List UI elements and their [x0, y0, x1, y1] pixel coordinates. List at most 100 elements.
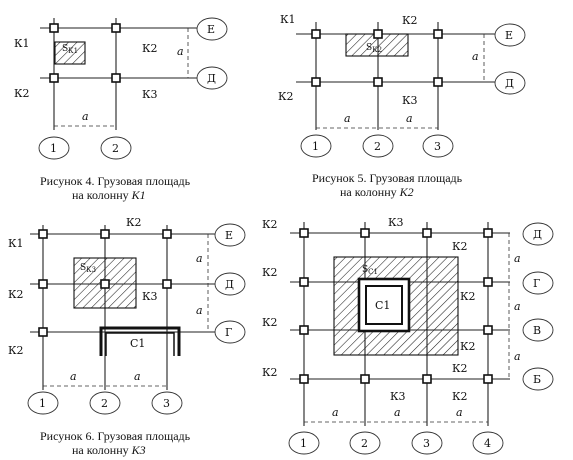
dim-a: а: [394, 406, 401, 419]
svg-text:SК3: SК3: [80, 263, 96, 274]
column: [311, 77, 321, 87]
axis-bubble: [196, 66, 228, 90]
label-k2: К2: [278, 90, 294, 103]
label-k2: К2: [262, 316, 278, 329]
dim-a: а: [344, 112, 351, 125]
dim-a: а: [82, 110, 89, 123]
label-k2: К2: [452, 390, 468, 403]
label-k3: К3: [388, 216, 404, 229]
dim-a: а: [406, 112, 413, 125]
svg-text:4: 4: [484, 437, 491, 450]
label-c1: С1: [130, 337, 145, 350]
svg-text:1: 1: [50, 142, 57, 155]
svg-text:Е: Е: [505, 29, 513, 42]
axis-bubble: [100, 136, 132, 160]
column: [162, 279, 172, 289]
column: [162, 229, 172, 239]
svg-text:2: 2: [101, 397, 108, 410]
axis-bubble: [214, 223, 246, 247]
column-k3: [100, 279, 110, 289]
axis-bubble: [89, 391, 121, 415]
caption-fig4: Рисунок 4. Грузовая площадь: [40, 174, 191, 188]
svg-text:Е: Е: [207, 23, 215, 36]
column: [38, 229, 48, 239]
svg-text:3: 3: [434, 140, 441, 153]
svg-text:Д: Д: [225, 278, 234, 291]
column-c1-section: С1: [357, 277, 411, 333]
dim-a: а: [177, 45, 184, 58]
dim-a: а: [514, 300, 521, 313]
axis-bubble: [196, 17, 228, 41]
label-k2: К2: [8, 344, 24, 357]
svg-text:SК2: SК2: [366, 43, 382, 54]
dim-a: а: [332, 406, 339, 419]
column: [299, 374, 309, 384]
svg-text:Д: Д: [505, 77, 514, 90]
load-area-sk1: [54, 41, 86, 65]
svg-text:1: 1: [312, 140, 319, 153]
label-k1: К1: [14, 37, 30, 50]
column: [483, 374, 493, 384]
column-k2: [373, 29, 383, 39]
column: [360, 228, 370, 238]
svg-text:Б: Б: [533, 373, 541, 386]
figure-7: SС1 С1 К2 К2 К2 К2 К3 К3 К2 К2 К2 К2 К2 …: [262, 216, 554, 455]
caption-fig4-line2: на колонну К1: [72, 188, 146, 202]
caption-fig6: Рисунок 6. Грузовая площадь: [40, 429, 191, 443]
svg-text:Г: Г: [225, 326, 232, 339]
axis-bubble: [349, 431, 381, 455]
label-k2: К2: [142, 42, 158, 55]
axis-bubble: [38, 136, 70, 160]
axis-bubble: [522, 271, 554, 295]
svg-text:В: В: [533, 324, 541, 337]
dim-a: а: [196, 252, 203, 265]
caption-fig5: Рисунок 5. Грузовая площадь: [312, 171, 463, 185]
svg-text:2: 2: [361, 437, 368, 450]
label-k2: К2: [126, 216, 142, 229]
figure-5: SК2 К1 К2 К2 К3 а а а Е Д 1 2 3 Рисунок …: [278, 13, 526, 199]
column: [433, 77, 443, 87]
column-c1-section: С1: [99, 326, 181, 356]
caption-fig6-line2: на колонну К3: [72, 443, 146, 457]
axis-bubble: [522, 318, 554, 342]
label-k2: К2: [8, 288, 24, 301]
label-k2: К2: [460, 290, 476, 303]
column: [373, 77, 383, 87]
axis-bubble: [151, 391, 183, 415]
svg-text:Д: Д: [533, 228, 542, 241]
label-k3: К3: [402, 94, 418, 107]
axis-bubble: [411, 431, 443, 455]
dim-a: а: [472, 50, 479, 63]
column: [38, 327, 48, 337]
label-c1: С1: [375, 299, 390, 312]
axis-bubble: [362, 134, 394, 158]
axis-bubble: [522, 367, 554, 391]
svg-text:SК1: SК1: [62, 44, 78, 55]
column-k1: [49, 23, 59, 33]
column: [111, 23, 121, 33]
label-k2: К2: [402, 14, 418, 27]
column: [360, 374, 370, 384]
axis-bubble: [300, 134, 332, 158]
label-k3: К3: [390, 390, 406, 403]
dim-a: а: [456, 406, 463, 419]
svg-text:2: 2: [112, 142, 119, 155]
label-k2: К2: [452, 240, 468, 253]
column: [483, 325, 493, 335]
caption-fig5-line2: на колонну К2: [340, 185, 414, 199]
axis-bubble: [214, 320, 246, 344]
figure-6: SК3 С1 К1 К2 К2 К2 К3 а а а а Е Д Г 1 2 …: [8, 216, 246, 457]
label-k2: К2: [262, 266, 278, 279]
axis-bubble: [494, 23, 526, 47]
column: [422, 228, 432, 238]
dim-a: а: [514, 252, 521, 265]
column: [100, 229, 110, 239]
svg-text:Г: Г: [533, 277, 540, 290]
axis-bubble: [214, 272, 246, 296]
column: [299, 277, 309, 287]
axis-bubble: [522, 222, 554, 246]
label-k3: К3: [142, 88, 158, 101]
axis-bubble: [288, 431, 320, 455]
label-k2: К2: [460, 340, 476, 353]
